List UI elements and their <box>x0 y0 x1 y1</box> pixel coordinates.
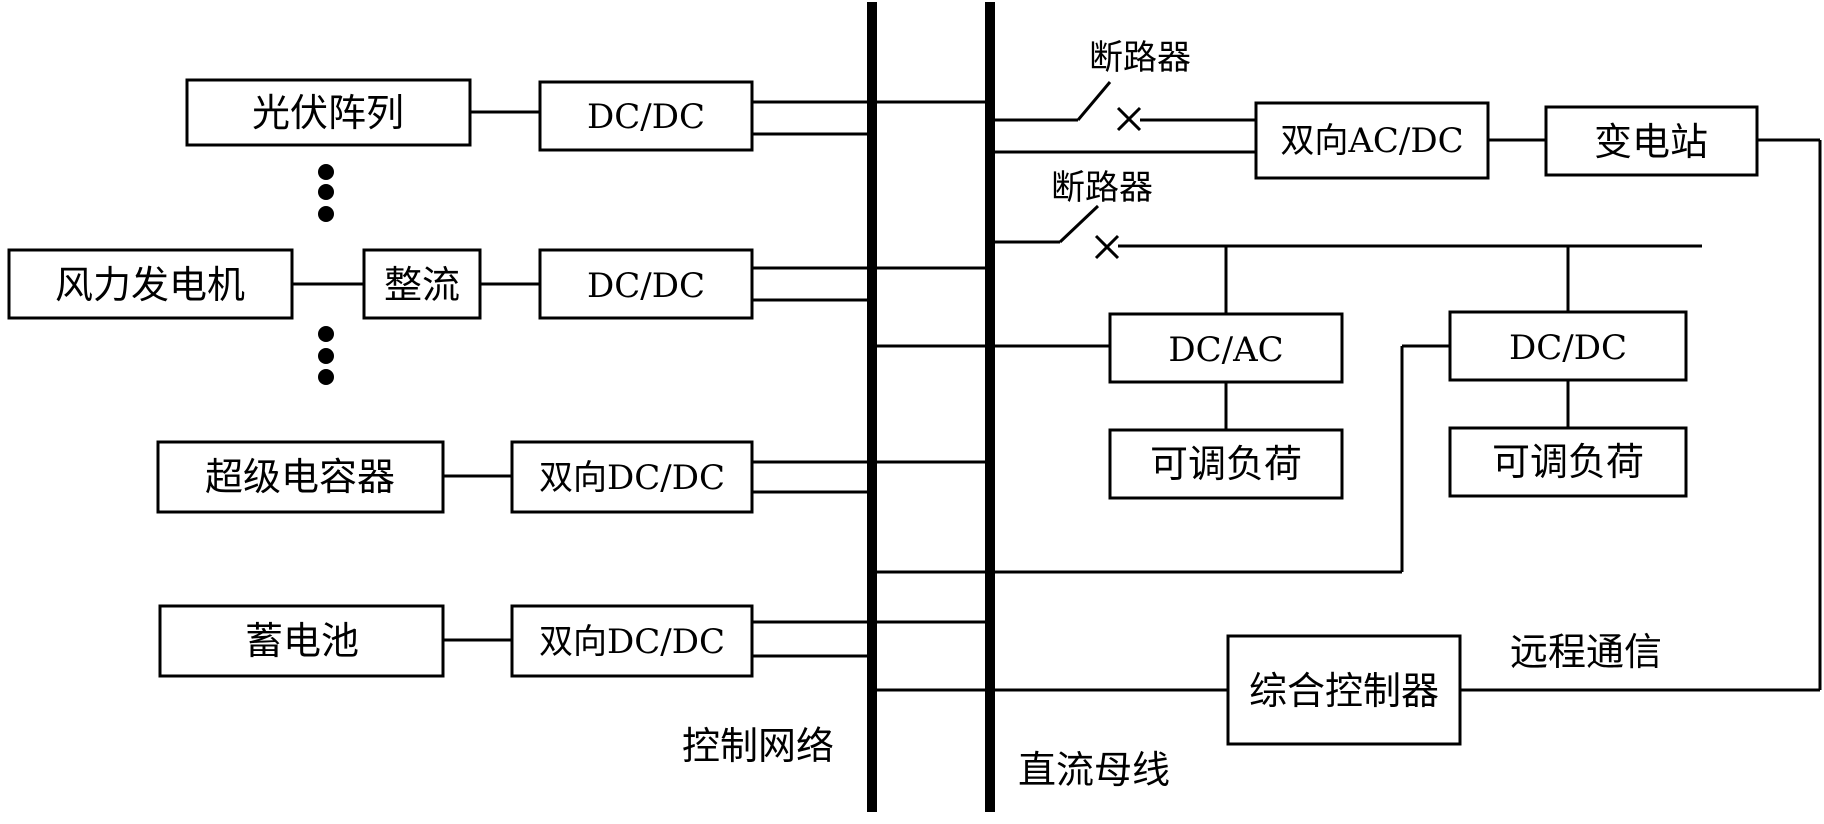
ac-line-branch: 断路器 <box>990 168 1702 258</box>
breaker1-switch <box>1078 82 1110 120</box>
wind-generator-label: 风力发电机 <box>55 263 245 307</box>
substation-label: 变电站 <box>1594 120 1708 164</box>
ellipsis-dots-upper <box>318 164 334 222</box>
grid-bidir-acdc-label: 双向AC/DC <box>1280 121 1463 161</box>
pv-dcdc-label: DC/DC <box>587 97 705 137</box>
wind-dcdc-label: DC/DC <box>587 266 705 306</box>
remote-comm-label: 远程通信 <box>1510 630 1662 674</box>
breaker2-label: 断路器 <box>1051 168 1153 208</box>
breaker2-switch <box>1060 206 1098 242</box>
battery-label: 蓄电池 <box>245 619 359 663</box>
load2-label: 可调负荷 <box>1492 440 1644 484</box>
wind-branch: 风力发电机 整流 DC/DC <box>9 250 990 318</box>
supercap-bidir-dcdc-label: 双向DC/DC <box>539 458 725 498</box>
rectifier-label: 整流 <box>384 263 460 307</box>
load1-branch: DC/AC 可调负荷 <box>872 246 1342 498</box>
control-network-label: 控制网络 <box>682 724 834 768</box>
ellipsis-dots-lower <box>318 326 334 385</box>
grid-branch: 断路器 双向AC/DC 变电站 <box>990 38 1757 178</box>
integrated-controller-label: 综合控制器 <box>1249 669 1439 713</box>
load1-dcac-label: DC/AC <box>1168 330 1283 370</box>
battery-bidir-dcdc-label: 双向DC/DC <box>539 622 725 662</box>
battery-branch: 蓄电池 双向DC/DC <box>160 606 990 676</box>
supercapacitor-label: 超级电容器 <box>205 455 395 499</box>
load2-dcdc-label: DC/DC <box>1509 328 1627 368</box>
breaker1-label: 断路器 <box>1089 38 1191 78</box>
supercapacitor-branch: 超级电容器 双向DC/DC <box>158 442 990 512</box>
dc-bus-label: 直流母线 <box>1018 748 1170 792</box>
pv-array-label: 光伏阵列 <box>252 91 404 135</box>
load1-label: 可调负荷 <box>1150 442 1302 486</box>
